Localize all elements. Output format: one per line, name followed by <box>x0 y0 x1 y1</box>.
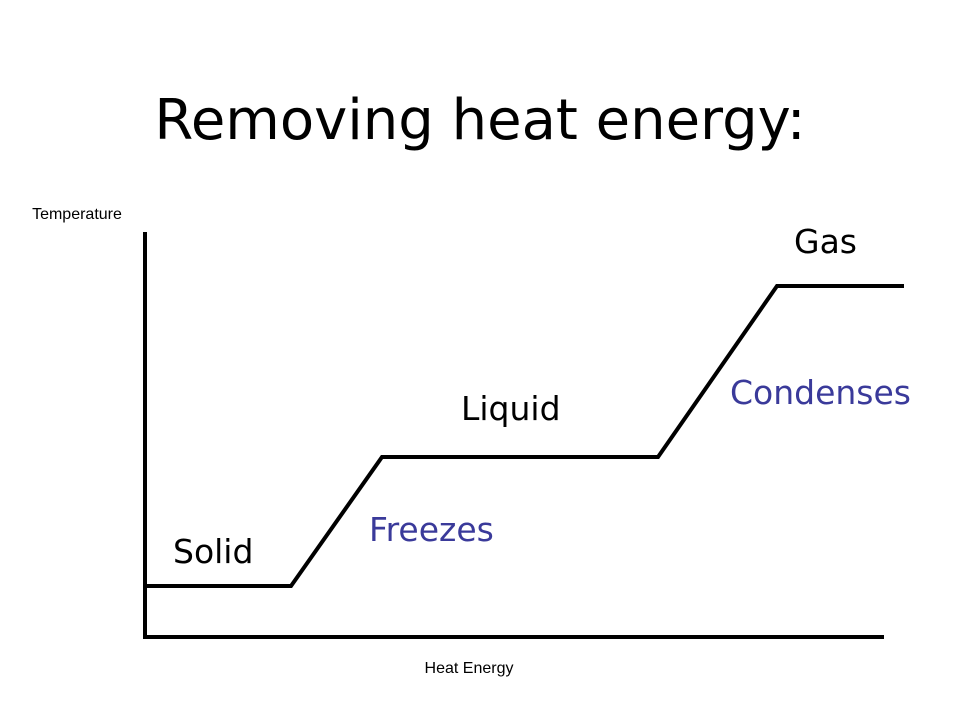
slide-title: Removing heat energy: <box>154 88 806 153</box>
y-axis-label: Temperature <box>32 206 122 223</box>
transition-label-freezes: Freezes <box>369 510 494 549</box>
x-axis-label: Heat Energy <box>425 660 514 677</box>
phase-label-liquid: Liquid <box>461 389 561 428</box>
phase-label-solid: Solid <box>173 532 253 571</box>
cooling-curve <box>147 284 904 588</box>
transition-label-condenses: Condenses <box>730 373 911 412</box>
phase-label-gas: Gas <box>794 222 857 261</box>
